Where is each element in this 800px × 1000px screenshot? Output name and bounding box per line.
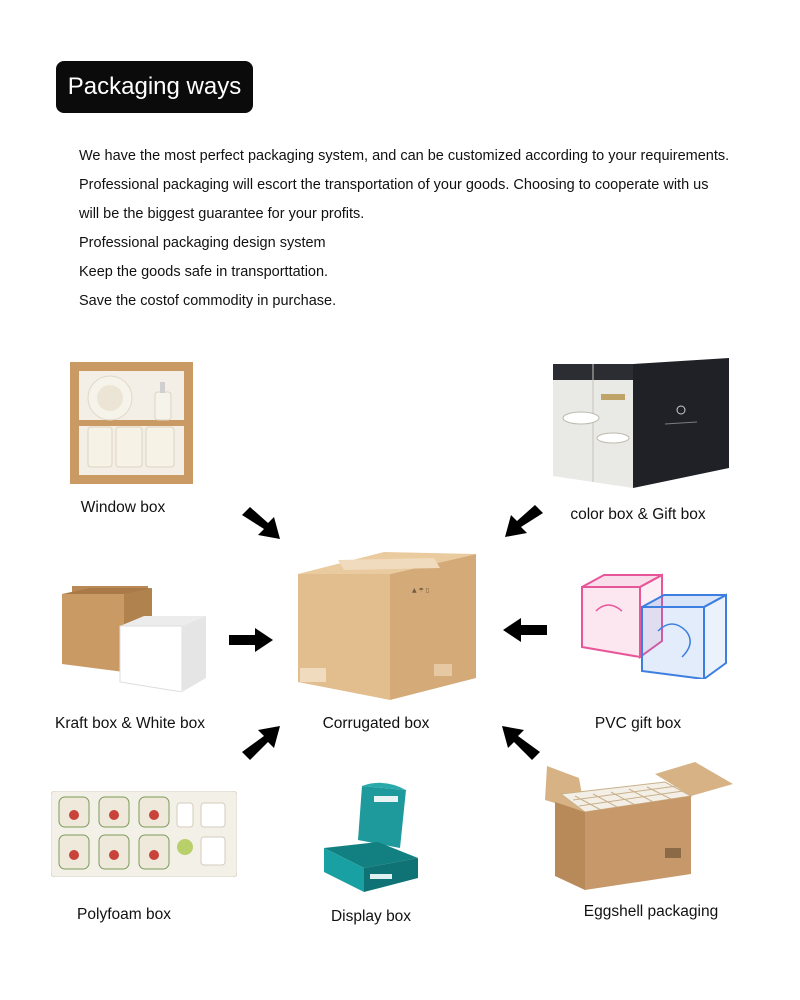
pvc-gift-box-label: PVC gift box — [594, 715, 682, 732]
svg-text:▲ ☂ ▯: ▲ ☂ ▯ — [412, 587, 429, 594]
window-box-label: Window box — [80, 499, 166, 516]
display-box-image — [324, 782, 418, 892]
pvc-gift-box-image — [581, 573, 727, 679]
arrow-icon — [242, 507, 280, 539]
eggshell-packaging-label: Eggshell packaging — [583, 903, 719, 920]
color-gift-box-label: color box & Gift box — [570, 506, 706, 523]
eggshell-packaging-image — [545, 762, 733, 890]
display-box-label: Display box — [330, 908, 412, 925]
kraft-white-box-label: Kraft box & White box — [55, 715, 205, 732]
intro-line: Professional packaging will escort the t… — [79, 177, 709, 193]
intro-line: Save the costof commodity in purchase. — [79, 293, 337, 309]
polyfoam-box-label: Polyfoam box — [77, 906, 171, 923]
color-gift-box-image — [553, 358, 729, 488]
intro-line: will be the biggest guarantee for your p… — [79, 206, 365, 222]
arrow-icon — [505, 505, 543, 537]
window-box-image — [70, 362, 193, 484]
arrow-icon — [502, 726, 540, 760]
arrow-icon — [503, 618, 547, 642]
kraft-white-box-image — [62, 586, 206, 692]
arrow-icon — [229, 628, 273, 652]
corrugated-box-label: Corrugated box — [322, 715, 430, 732]
page-title: Packaging ways — [56, 61, 253, 113]
intro-line: Keep the goods safe in transporttation. — [79, 264, 329, 280]
polyfoam-box-image — [51, 791, 237, 877]
arrow-icon — [242, 726, 280, 760]
intro-line: We have the most perfect packaging syste… — [79, 148, 730, 164]
intro-line: Professional packaging design system — [79, 235, 326, 251]
intro-text: We have the most perfect packaging syste… — [79, 142, 779, 316]
corrugated-box-image: ▲ ☂ ▯ — [298, 552, 476, 700]
